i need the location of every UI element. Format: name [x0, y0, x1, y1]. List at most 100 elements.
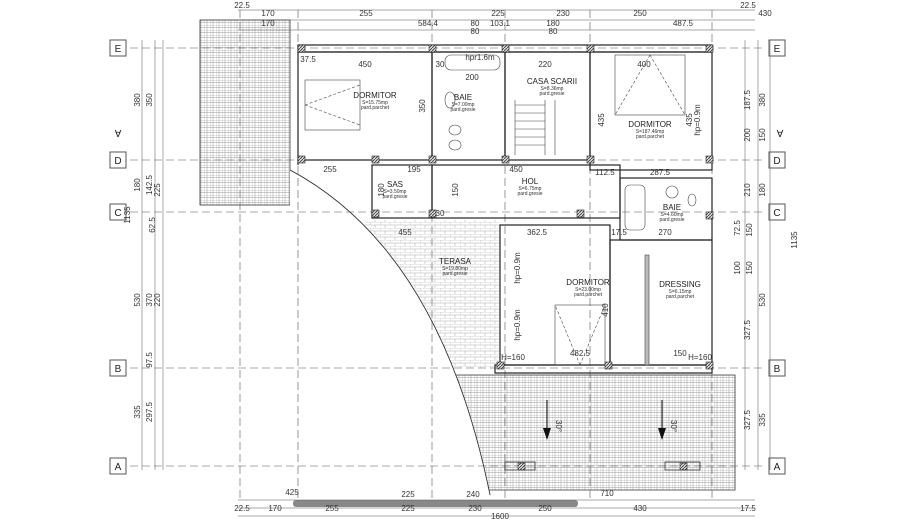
dimension-label: 530	[758, 293, 767, 307]
roof-tiles-left	[199, 19, 291, 206]
dimension-label: 220	[538, 60, 552, 69]
dimension-label: 335	[758, 413, 767, 427]
axis-bubble	[768, 203, 786, 221]
dimension-label: 17.5	[611, 228, 627, 237]
dimension-bar	[293, 500, 578, 507]
dimension-label: 170	[268, 504, 282, 513]
dimension-label: 327.5	[743, 409, 752, 430]
axis-bubble	[768, 39, 786, 57]
axis-bubble	[768, 359, 786, 377]
room-name: HOL	[522, 177, 539, 186]
room-name: SAS	[387, 180, 403, 189]
dimension-label: H=160	[688, 353, 712, 362]
axis-bubble	[109, 203, 127, 221]
dimension-label: 80	[471, 27, 480, 36]
axis-label: D	[114, 156, 121, 167]
dimension-label: 150	[673, 349, 687, 358]
dimension-label: 142.5	[145, 174, 154, 195]
dimension-label: 150	[451, 183, 460, 197]
axis-bubble	[109, 359, 127, 377]
dimension-label: 225	[401, 490, 415, 499]
room-name: BAIE	[663, 203, 681, 212]
dimension-label: 170	[261, 9, 275, 18]
axis-bubble	[109, 151, 127, 169]
dimension-label: 327.5	[743, 319, 752, 340]
dimension-label: 255	[325, 504, 339, 513]
dimension-label: 200	[743, 128, 752, 142]
room-floor: pard.gresie	[539, 91, 564, 97]
dimension-label: 17.5	[740, 504, 756, 513]
axis-bubble	[109, 39, 127, 57]
dimension-label: 230	[468, 504, 482, 513]
dimension-total: 1600	[491, 512, 509, 520]
dimension-label: 450	[358, 60, 372, 69]
dimension-label: 450	[509, 165, 523, 174]
dimension-label: hp=0.9m	[513, 309, 522, 341]
room-floor: pard.parchet	[666, 294, 695, 300]
room-name: DORMITOR	[628, 120, 672, 129]
dimension-label: 297.5	[145, 401, 154, 422]
bottom-gutter	[504, 461, 536, 471]
axis-bubble	[768, 151, 786, 169]
axis-label: A	[774, 462, 781, 473]
room-name: BAIE	[454, 93, 472, 102]
section-mark: A	[776, 127, 783, 138]
dimension-label: H=160	[501, 353, 525, 362]
dimension-label: 430	[758, 9, 772, 18]
room-area: S=6.75mp	[519, 186, 542, 192]
dimension-label: 362.5	[527, 228, 548, 237]
dimension-label: 22.5	[234, 1, 250, 10]
axis-label: C	[114, 208, 121, 219]
dimension-label: 1135	[790, 231, 799, 249]
dimension-label: 22.5	[234, 504, 250, 513]
dimension-label: 530	[133, 293, 142, 307]
room-name: TERASA	[439, 257, 472, 266]
axis-label: B	[774, 364, 781, 375]
dimension-label: 225	[401, 504, 415, 513]
dimension-label: 335	[133, 405, 142, 419]
dimension-label: 30	[436, 209, 445, 218]
dimension-label: 97.5	[145, 352, 154, 368]
dimension-label: 370	[145, 293, 154, 307]
terrace-arc	[289, 169, 491, 496]
room-area: S=23.00mp	[575, 287, 601, 293]
dimension-label: 250	[633, 9, 647, 18]
dimension-label: 37.5	[300, 55, 316, 64]
dimension-label: 180	[758, 183, 767, 197]
room-name: CASA SCARII	[527, 77, 577, 86]
dimension-label: 22.5	[740, 1, 756, 10]
axis-label: B	[115, 364, 122, 375]
furniture	[304, 54, 697, 366]
dimension-label: 350	[418, 99, 427, 113]
room-area: S=15.75mp	[362, 100, 388, 106]
dimension-label: hp=0.9m	[693, 104, 702, 136]
dimension-label: 270	[658, 228, 672, 237]
dimension-label: 103.1	[490, 19, 511, 28]
bottom-gutter	[664, 461, 701, 471]
dimension-label: hp=0.9m	[513, 252, 522, 284]
dimension-label: 112.5	[595, 168, 615, 177]
room-area: S=4.60mp	[661, 212, 684, 218]
dimension-label: 400	[637, 60, 651, 69]
room-name: DORMITOR	[353, 91, 397, 100]
dimension-label: 435	[597, 113, 606, 127]
axis-label: E	[774, 44, 781, 55]
room-area: S=7.00mp	[452, 102, 475, 108]
dimension-label: 180	[133, 178, 142, 192]
dimension-label: 435	[685, 113, 694, 127]
room-name: DRESSING	[659, 280, 701, 289]
dimension-label: 250	[538, 504, 552, 513]
dimension-label: 62.5	[148, 217, 157, 233]
dimension-label: 150	[758, 128, 767, 142]
dimension-label: 430	[633, 504, 647, 513]
dimension-label: 180	[546, 19, 560, 28]
dimension-label: 80	[549, 27, 558, 36]
room-name: DORMITOR	[566, 278, 610, 287]
room-area: S=8.36mp	[541, 86, 564, 92]
dimension-label: 210	[743, 183, 752, 197]
slope-arrow-icon	[658, 400, 666, 440]
dimension-label: 255	[323, 165, 337, 174]
dimension-label: 410	[601, 303, 610, 317]
room-area: S=19.80mp	[442, 266, 468, 272]
